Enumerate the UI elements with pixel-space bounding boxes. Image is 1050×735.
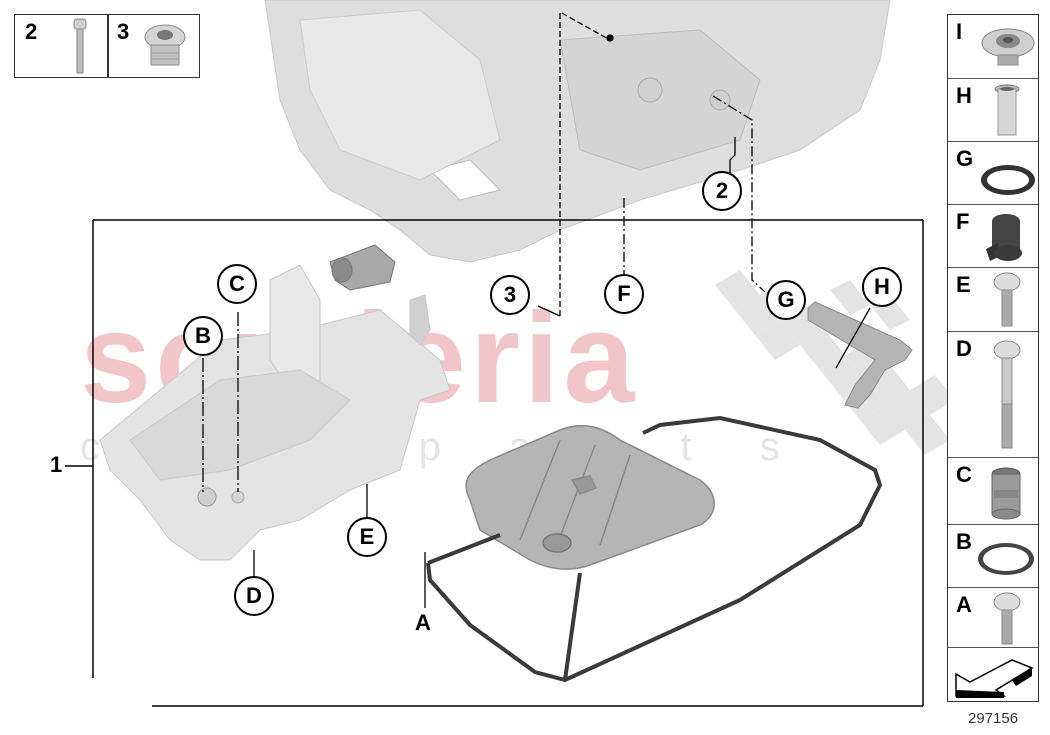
checkered-flag-watermark xyxy=(715,270,955,455)
main-group-label[interactable]: 1 xyxy=(50,452,63,477)
legend-cell-D[interactable]: D xyxy=(948,331,1038,457)
screw-plug-icon xyxy=(144,24,186,66)
orientation-arrow-icon xyxy=(955,659,1034,698)
callout-B[interactable]: B xyxy=(183,316,223,356)
main-frame xyxy=(65,219,924,707)
callout-2[interactable]: 2 xyxy=(702,171,742,211)
legend-label: C xyxy=(956,462,972,487)
o-ring-icon xyxy=(978,543,1034,575)
bolt-icon xyxy=(73,18,87,74)
callout-D[interactable]: D xyxy=(234,576,274,616)
callout-H[interactable]: H xyxy=(862,267,902,307)
top-inset-parts: 2 3 xyxy=(14,14,200,78)
sleeve-icon xyxy=(994,84,1020,136)
legend-label: I xyxy=(956,19,963,44)
legend-label: H xyxy=(956,83,972,108)
torx-bolt-long-icon xyxy=(993,340,1021,449)
callout-C[interactable]: C xyxy=(217,264,257,304)
legend-cell-B[interactable]: B xyxy=(948,524,1038,587)
bracket-part xyxy=(807,301,913,409)
label-A[interactable]: A xyxy=(415,610,431,635)
adapter-sleeve-icon xyxy=(991,467,1021,520)
side-legend: I H G F E xyxy=(947,14,1039,702)
legend-label: E xyxy=(956,272,971,297)
legend-cell-C[interactable]: C xyxy=(948,457,1038,524)
screw-plug-seal-icon xyxy=(981,28,1035,66)
callout-F[interactable]: F xyxy=(604,274,644,314)
legend-cell-arrow xyxy=(948,647,1038,703)
transmission-housing xyxy=(264,0,891,263)
inset-label-3[interactable]: 3 xyxy=(117,19,130,44)
legend-cell-I[interactable]: I xyxy=(948,15,1038,78)
oil-pan-gasket xyxy=(426,415,883,683)
inset-label-2[interactable]: 2 xyxy=(25,19,38,44)
legend-label: F xyxy=(956,209,970,234)
connector-sleeve-part xyxy=(329,244,396,291)
oil-filter xyxy=(465,424,715,570)
callout-G[interactable]: G xyxy=(766,280,806,320)
sealing-ring-icon xyxy=(981,165,1035,195)
legend-cell-F[interactable]: F xyxy=(948,204,1038,267)
legend-cell-E[interactable]: E xyxy=(948,267,1038,331)
callout-E[interactable]: E xyxy=(347,517,387,557)
diagram-number: 297156 xyxy=(968,710,1019,727)
connector-sleeve-icon xyxy=(986,214,1022,261)
torx-bolt-short-icon xyxy=(993,272,1021,327)
inset-divider xyxy=(107,15,109,77)
legend-label: D xyxy=(956,336,972,361)
legend-cell-A[interactable]: A xyxy=(948,587,1038,647)
legend-label: B xyxy=(956,529,972,554)
callout-3[interactable]: 3 xyxy=(490,275,530,315)
leader-lines xyxy=(202,10,871,608)
legend-label: A xyxy=(956,592,972,617)
legend-cell-G[interactable]: G xyxy=(948,141,1038,204)
torx-bolt-icon xyxy=(993,592,1021,645)
legend-cell-H[interactable]: H xyxy=(948,78,1038,141)
valve-body xyxy=(99,264,451,561)
legend-label: G xyxy=(956,146,974,171)
